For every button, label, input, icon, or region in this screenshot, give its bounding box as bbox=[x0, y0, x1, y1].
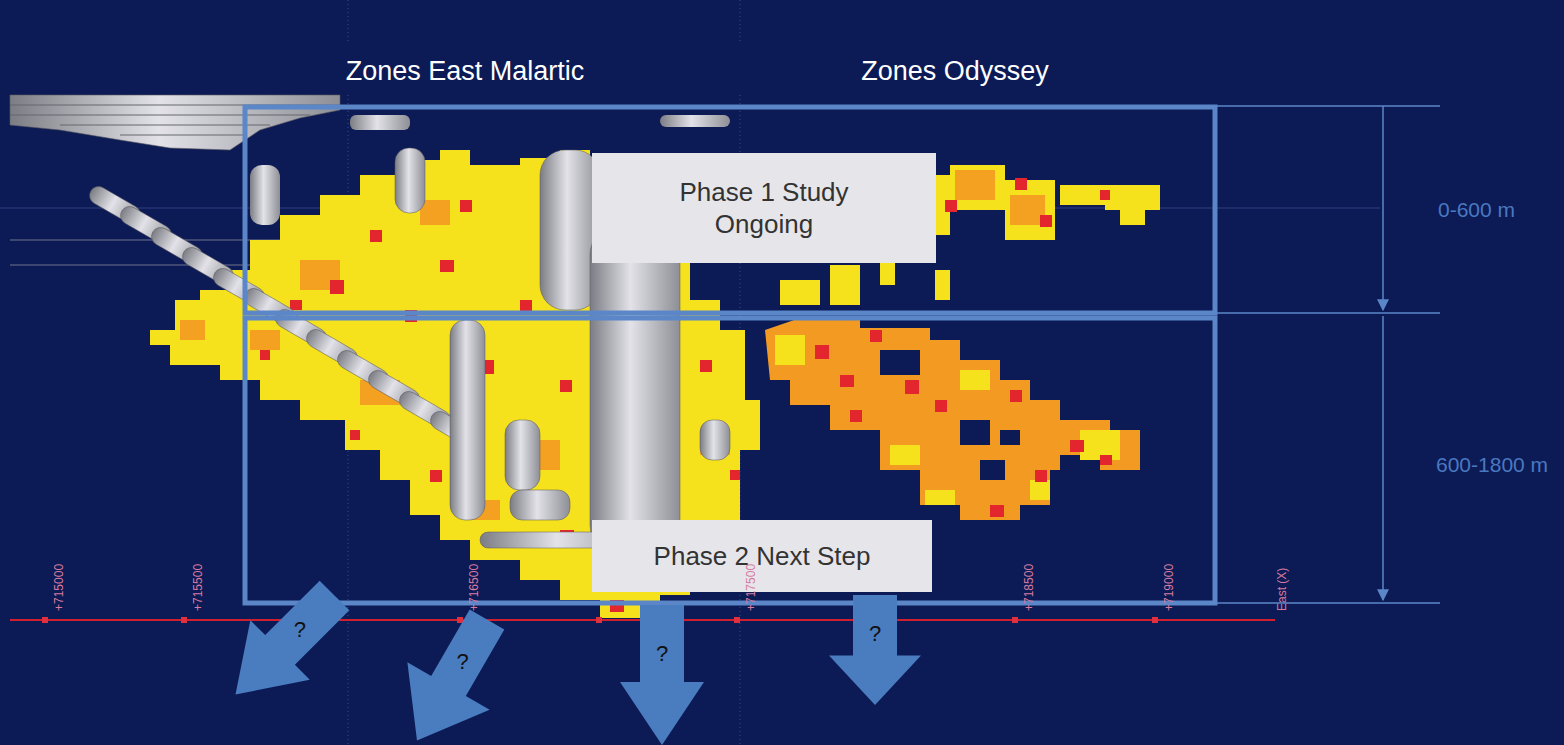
open-pit-shell bbox=[10, 95, 340, 150]
stope-pillar bbox=[700, 420, 730, 460]
arrow-shape bbox=[215, 575, 355, 715]
dimension-extension-lines bbox=[1215, 106, 1440, 603]
dimension-line bbox=[1382, 316, 1384, 600]
phase-label-box: Phase 1 Study Ongoing bbox=[592, 153, 936, 263]
stope-pillar bbox=[590, 225, 680, 555]
dimension-line bbox=[1382, 106, 1384, 310]
phase-2-outline bbox=[245, 318, 1215, 603]
stope-pillar bbox=[505, 420, 540, 490]
axis-title: East (X) bbox=[1275, 568, 1289, 611]
extension-arrow: ? bbox=[820, 595, 930, 705]
underground-stope bbox=[660, 115, 730, 127]
arrow-body bbox=[620, 605, 704, 745]
phase-label-box: Phase 2 Next Step bbox=[592, 520, 932, 592]
easting-tick-label: +718500 bbox=[1022, 564, 1036, 611]
depth-range: 0-600 m bbox=[1438, 197, 1515, 222]
easting-tick-label: +719000 bbox=[1162, 564, 1176, 611]
question-mark: ? bbox=[869, 620, 881, 648]
extension-arrow: ? bbox=[592, 605, 732, 745]
extension-arrow: ? bbox=[382, 610, 522, 745]
axis-ticks bbox=[42, 617, 1158, 623]
easting-tick-label: +715500 bbox=[191, 564, 205, 611]
phase-label: Phase 2 Next Step bbox=[654, 540, 871, 573]
arrow-shape bbox=[820, 595, 930, 705]
easting-tick-label: +715000 bbox=[52, 564, 66, 611]
arrow-shape bbox=[592, 605, 732, 745]
underground-stope bbox=[350, 115, 410, 130]
phase-1-outline bbox=[245, 107, 1215, 313]
question-mark: ? bbox=[456, 648, 468, 676]
phase-label: Phase 1 Study Ongoing bbox=[642, 176, 886, 241]
underground-stope bbox=[250, 165, 280, 225]
depth-range: 600-1800 m bbox=[1436, 452, 1548, 477]
stope-pillar bbox=[395, 148, 425, 213]
easting-tick-label: +717500 bbox=[744, 564, 758, 611]
arrow-body bbox=[829, 595, 921, 705]
arrow-body bbox=[407, 609, 504, 740]
easting-tick-label: +716500 bbox=[467, 564, 481, 611]
stope-pillar bbox=[450, 320, 485, 520]
question-mark: ? bbox=[294, 616, 306, 644]
arrow-shape bbox=[382, 610, 522, 745]
arrow-body bbox=[236, 581, 350, 695]
zone-heading: Zones East Malartic bbox=[346, 55, 585, 87]
extension-arrow: ? bbox=[215, 575, 355, 715]
zone-heading: Zones Odyssey bbox=[861, 55, 1049, 87]
stope-pillar bbox=[510, 490, 570, 520]
question-mark: ? bbox=[656, 640, 668, 668]
ore-block-model bbox=[775, 335, 1120, 505]
block-model-gap bbox=[880, 350, 1020, 480]
